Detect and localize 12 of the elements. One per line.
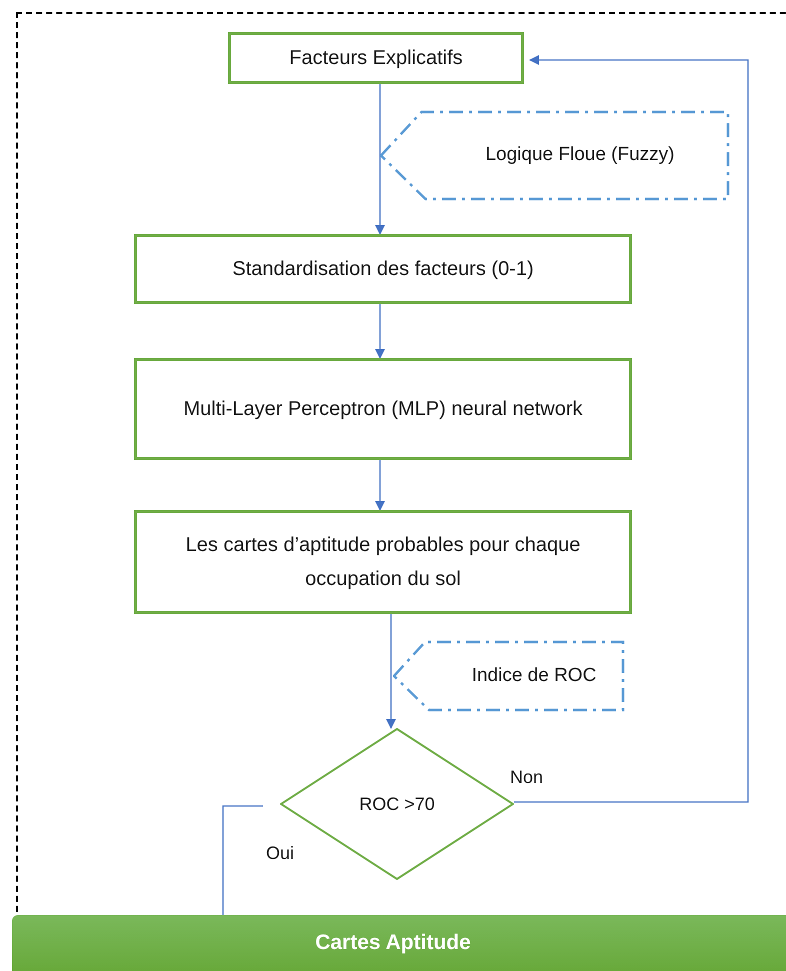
connector-arrow	[375, 84, 385, 235]
connector-arrow	[514, 55, 749, 803]
annotation-callout: Logique Floue (Fuzzy)	[380, 110, 730, 201]
annotation-callout: Indice de ROC	[393, 640, 625, 712]
connector-arrow	[375, 460, 385, 511]
process-box: Standardisation des facteurs (0-1)	[134, 234, 632, 304]
process-box: Facteurs Explicatifs	[228, 32, 524, 84]
process-box: Les cartes d’aptitude probables pour chaque occupation du sol	[134, 510, 632, 614]
connector-arrow	[375, 304, 385, 359]
connector-arrow	[386, 614, 396, 729]
process-box: Multi-Layer Perceptron (MLP) neural network	[134, 358, 632, 460]
result-banner: Cartes Aptitude	[12, 915, 786, 971]
